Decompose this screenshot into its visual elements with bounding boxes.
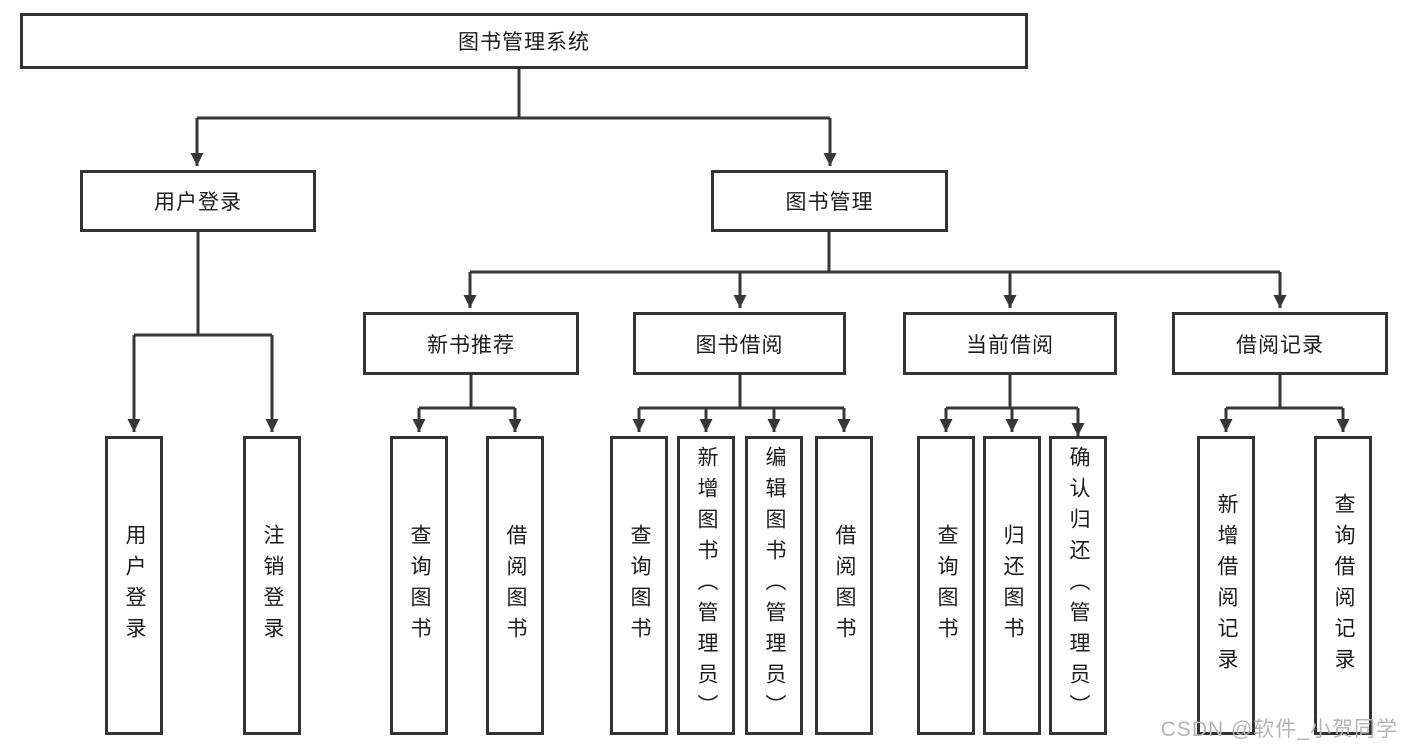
leaf-query-book-recommend: 查询图书 <box>390 436 448 735</box>
node-new-book-recommend: 新书推荐 <box>363 312 579 375</box>
leaf-label: 归还图书 <box>1001 523 1024 648</box>
node-label: 图书借阅 <box>695 333 784 357</box>
leaf-label: 查询图书 <box>935 523 958 648</box>
node-book-management-branch: 图书管理 <box>711 170 948 232</box>
leaf-label: 查询图书 <box>628 523 651 648</box>
csdn-watermark: CSDN @软件_小贺同学 <box>1160 718 1398 741</box>
node-borrow-records: 借阅记录 <box>1172 312 1388 375</box>
node-label: 用户登录 <box>154 191 242 214</box>
leaf-edit-book-admin: 编辑图书（管理员） <box>745 436 803 735</box>
leaf-confirm-return-admin: 确认归还（管理员） <box>1049 436 1107 735</box>
leaf-label: 注销登录 <box>261 523 284 648</box>
leaf-return-book: 归还图书 <box>983 436 1041 735</box>
leaf-label: 借阅图书 <box>504 523 527 648</box>
node-label: 借阅记录 <box>1236 333 1324 357</box>
leaf-borrow-book-recommend: 借阅图书 <box>486 436 544 735</box>
node-book-borrow: 图书借阅 <box>633 312 846 375</box>
leaf-logout: 注销登录 <box>243 436 301 735</box>
leaf-label: 借阅图书 <box>833 523 856 648</box>
node-label: 图书管理 <box>785 191 874 214</box>
leaf-add-book-admin: 新增图书（管理员） <box>677 436 735 735</box>
node-label: 当前借阅 <box>966 333 1054 357</box>
leaf-query-borrow-record: 查询借阅记录 <box>1314 436 1372 735</box>
node-label: 图书管理系统 <box>458 31 590 54</box>
leaf-label: 查询借阅记录 <box>1332 492 1355 679</box>
leaf-label: 新增图书（管理员） <box>695 446 718 725</box>
leaf-add-borrow-record: 新增借阅记录 <box>1197 436 1255 735</box>
leaf-label: 确认归还（管理员） <box>1067 446 1090 725</box>
leaf-user-login: 用户登录 <box>105 436 163 735</box>
leaf-query-book-borrow: 查询图书 <box>610 436 668 735</box>
leaf-label: 用户登录 <box>123 523 146 648</box>
leaf-query-book-current: 查询图书 <box>917 436 975 735</box>
node-system-root: 图书管理系统 <box>20 13 1028 69</box>
leaf-borrow-book: 借阅图书 <box>815 436 873 735</box>
node-user-login-branch: 用户登录 <box>80 170 316 232</box>
leaf-label: 编辑图书（管理员） <box>763 446 786 725</box>
node-current-borrow: 当前借阅 <box>903 312 1117 375</box>
leaf-label: 查询图书 <box>408 523 431 648</box>
leaf-label: 新增借阅记录 <box>1215 492 1238 679</box>
node-label: 新书推荐 <box>427 333 515 357</box>
